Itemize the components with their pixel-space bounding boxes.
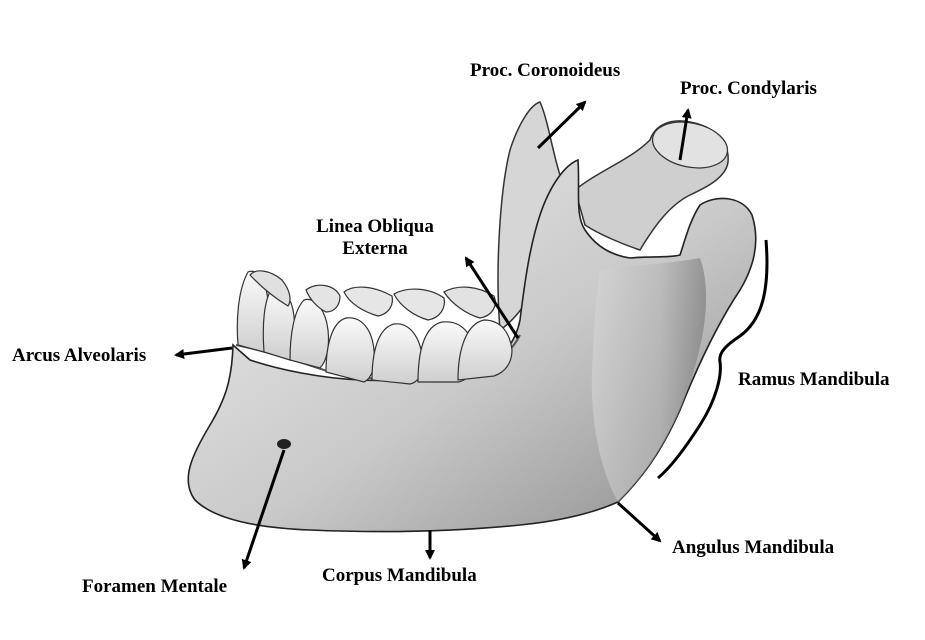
- label-proc-coronoideus: Proc. Coronoideus: [470, 60, 620, 82]
- label-linea-obliqua-line2: Externa: [300, 238, 450, 260]
- label-corpus-mandibula: Corpus Mandibula: [322, 565, 477, 587]
- label-foramen-mentale: Foramen Mentale: [82, 576, 227, 598]
- label-proc-condylaris: Proc. Condylaris: [680, 78, 817, 100]
- lingual-tooth: [344, 287, 392, 316]
- arrow-angulus: [618, 503, 660, 541]
- molar-tooth: [458, 320, 512, 380]
- label-linea-obliqua-line1: Linea Obliqua: [300, 216, 450, 238]
- label-arcus-alveolaris: Arcus Alveolaris: [12, 345, 146, 367]
- mental-foramen: [277, 439, 291, 449]
- label-angulus-mandibula: Angulus Mandibula: [672, 537, 834, 559]
- ramus-shading: [592, 258, 706, 502]
- arrow-arcus: [176, 348, 232, 355]
- lingual-tooth: [394, 289, 444, 320]
- label-ramus-mandibula: Ramus Mandibula: [738, 369, 890, 391]
- premolar-tooth: [326, 318, 375, 382]
- premolar-tooth: [372, 324, 423, 384]
- teeth: [237, 271, 512, 384]
- label-linea-obliqua: Linea Obliqua Externa: [300, 216, 450, 260]
